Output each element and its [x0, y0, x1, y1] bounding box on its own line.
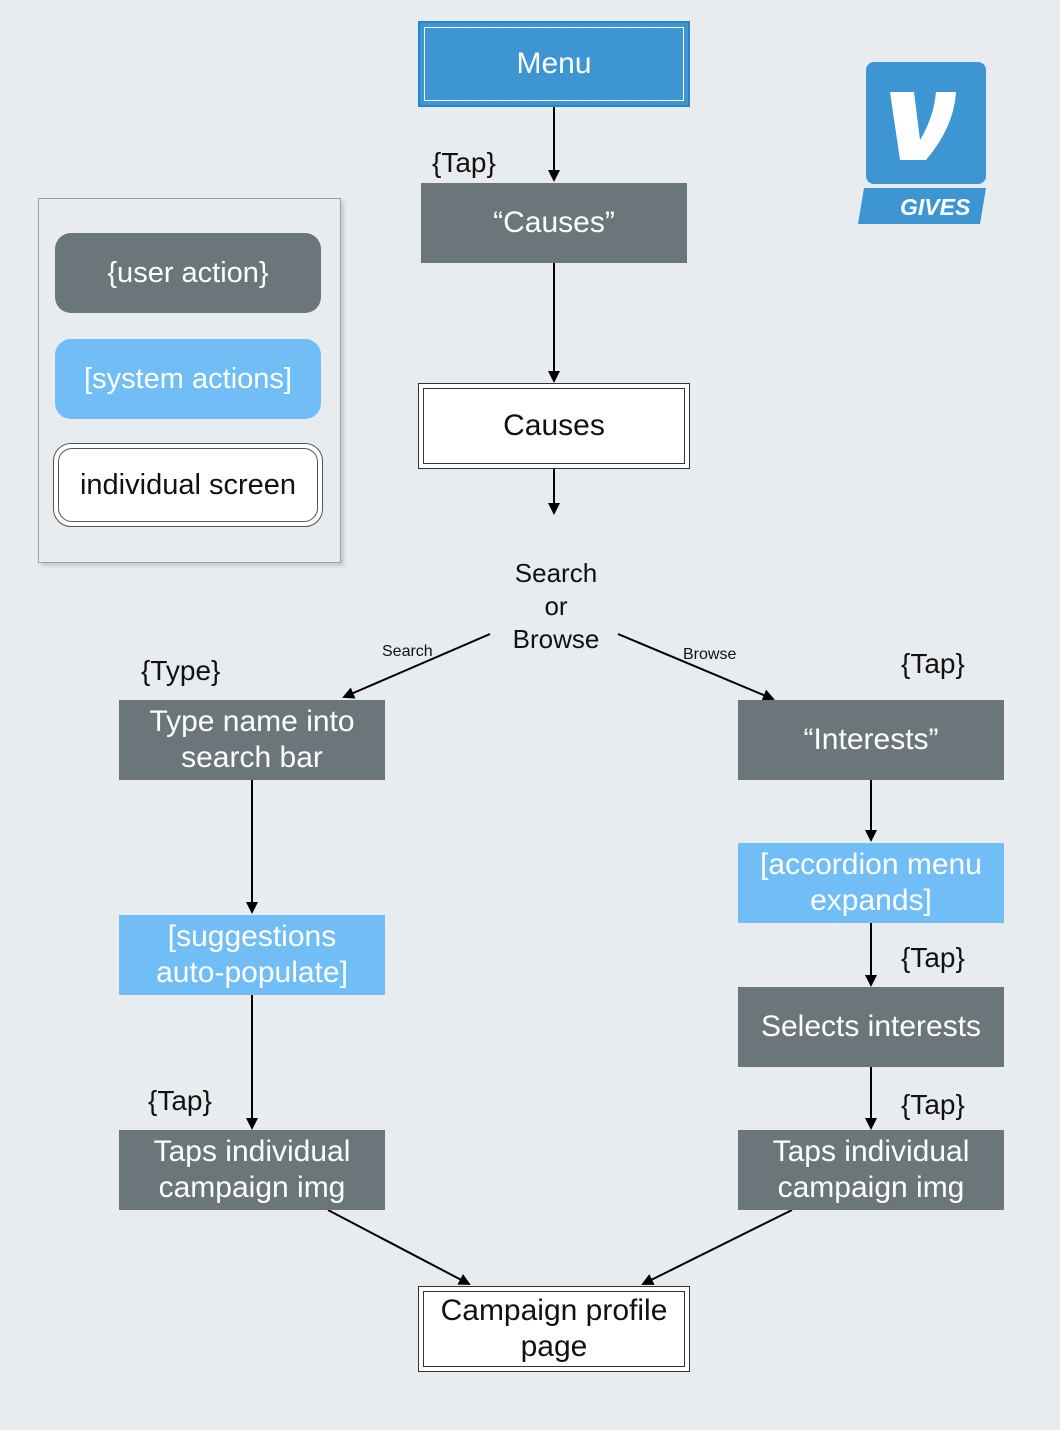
interests-tap-action: “Interests” [738, 700, 1004, 780]
arrow-left-tap-to-profile [327, 1209, 471, 1285]
campaign-profile-screen: Campaign profile page [418, 1286, 690, 1372]
legend-user-action-label: {user action} [107, 256, 269, 289]
search-taps-campaign-action: Taps individual campaign img [119, 1130, 385, 1210]
arrow-right-tap-to-profile [641, 1209, 793, 1285]
legend-individual-screen-label: individual screen [79, 468, 296, 501]
suggestions-label: [suggestions auto-populate] [156, 920, 348, 989]
venmo-logo-icon [858, 62, 986, 224]
legend: {user action} [system actions] individua… [38, 198, 341, 563]
legend-system-actions-label: [system actions] [84, 362, 292, 395]
arrow-decision-to-browse [617, 633, 775, 701]
causes-screen: Causes [418, 383, 690, 469]
accordion-system-action: [accordion menu expands] [738, 843, 1004, 923]
venmo-gives-logo: GIVES [856, 62, 988, 228]
selects-interests-label: Selects interests [760, 1010, 982, 1043]
selects-interests-action: Selects interests [738, 987, 1004, 1067]
tap-trigger-label: {Tap} [432, 147, 496, 178]
gives-wordmark: GIVES [900, 194, 971, 220]
menu-label: Menu [516, 47, 592, 80]
causes-tap-action: “Causes” [421, 183, 687, 263]
arrow-decision-to-search [342, 633, 491, 699]
legend-user-action: {user action} [55, 233, 321, 313]
edge-label-search: Search [382, 643, 433, 660]
causes-screen-label: Causes [503, 409, 605, 442]
search-tap-trigger-label: {Tap} [148, 1085, 212, 1116]
legend-individual-screen: individual screen [53, 443, 323, 527]
interests-label: “Interests” [803, 723, 939, 756]
legend-system-actions: [system actions] [55, 339, 321, 419]
accordion-label: [accordion menu expands] [760, 848, 982, 917]
browse-taps-campaign-action: Taps individual campaign img [738, 1130, 1004, 1210]
edge-label-browse: Browse [683, 646, 737, 663]
campaign-profile-label: Campaign profile page [440, 1294, 668, 1363]
suggestions-system-action: [suggestions auto-populate] [119, 915, 385, 995]
type-search-label: Type name into search bar [149, 705, 355, 774]
interests-tap-trigger-label: {Tap} [901, 648, 965, 679]
search-or-browse-decision: Search or Browse [512, 558, 600, 654]
causes-action-label: “Causes” [493, 206, 615, 239]
selects-tap-trigger-label: {Tap} [901, 942, 965, 973]
type-search-action: Type name into search bar [119, 700, 385, 780]
type-trigger-label: {Type} [141, 655, 221, 686]
browse-taps-campaign-label: Taps individual campaign img [772, 1135, 970, 1204]
menu-screen: Menu [418, 21, 690, 107]
search-taps-campaign-label: Taps individual campaign img [153, 1135, 351, 1204]
browse-tap-trigger-label: {Tap} [901, 1089, 965, 1120]
